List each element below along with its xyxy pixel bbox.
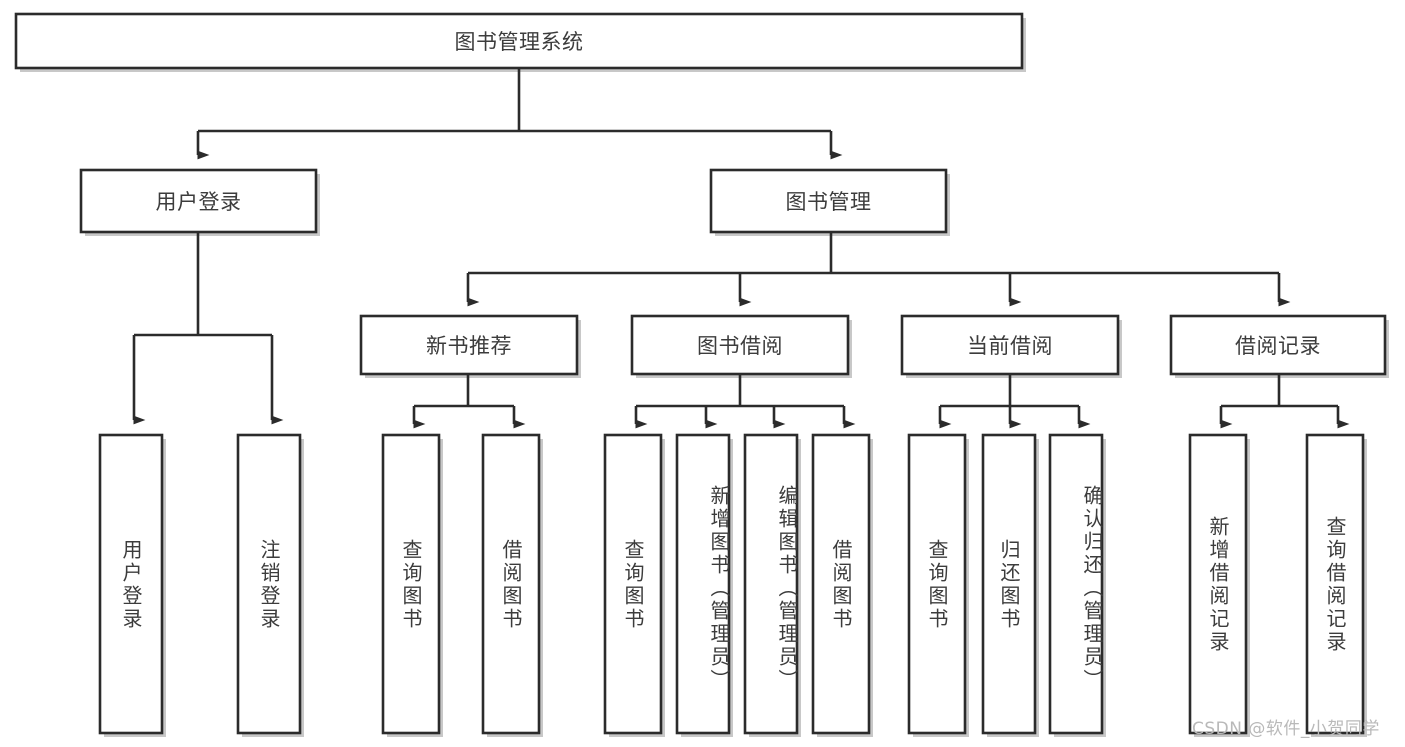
connector-book-management-to-level3 — [466, 232, 1291, 307]
node-box-leaf-edit-book[interactable] — [743, 433, 799, 735]
connector-user-login-to-leaves — [132, 232, 284, 425]
csdn-watermark: CSDN @软件_小贺同学 — [1192, 719, 1380, 739]
connector-new-book-recommend-to-leaves — [412, 374, 526, 429]
node-box-current-borrow[interactable] — [900, 314, 1120, 376]
node-box-book-management[interactable] — [709, 168, 948, 234]
node-box-leaf-borrow-book-2[interactable] — [811, 433, 871, 735]
connector-current-borrow-to-leaves — [938, 374, 1091, 429]
node-box-leaf-logout-login[interactable] — [236, 433, 302, 735]
node-box-user-login[interactable] — [79, 168, 318, 234]
node-box-borrow-record[interactable] — [1169, 314, 1387, 376]
node-box-new-book-recommend[interactable] — [359, 314, 579, 376]
node-box-book-borrow[interactable] — [630, 314, 850, 376]
node-box-leaf-add-book[interactable] — [675, 433, 731, 735]
connector-book-borrow-to-leaves — [634, 374, 856, 429]
node-box-root[interactable] — [14, 12, 1024, 70]
node-box-leaf-query-record[interactable] — [1305, 433, 1365, 735]
node-box-leaf-query-book-1[interactable] — [381, 433, 441, 735]
node-box-leaf-add-record[interactable] — [1188, 433, 1248, 735]
node-box-leaf-query-book-3[interactable] — [907, 433, 967, 735]
node-box-leaf-borrow-book-1[interactable] — [481, 433, 541, 735]
connector-root-to-level2 — [196, 68, 843, 160]
connector-borrow-record-to-leaves — [1219, 374, 1350, 429]
node-box-leaf-return-book[interactable] — [981, 433, 1037, 735]
node-box-leaf-confirm-return[interactable] — [1048, 433, 1104, 735]
node-box-leaf-user-login[interactable] — [98, 433, 164, 735]
node-box-leaf-query-book-2[interactable] — [603, 433, 663, 735]
